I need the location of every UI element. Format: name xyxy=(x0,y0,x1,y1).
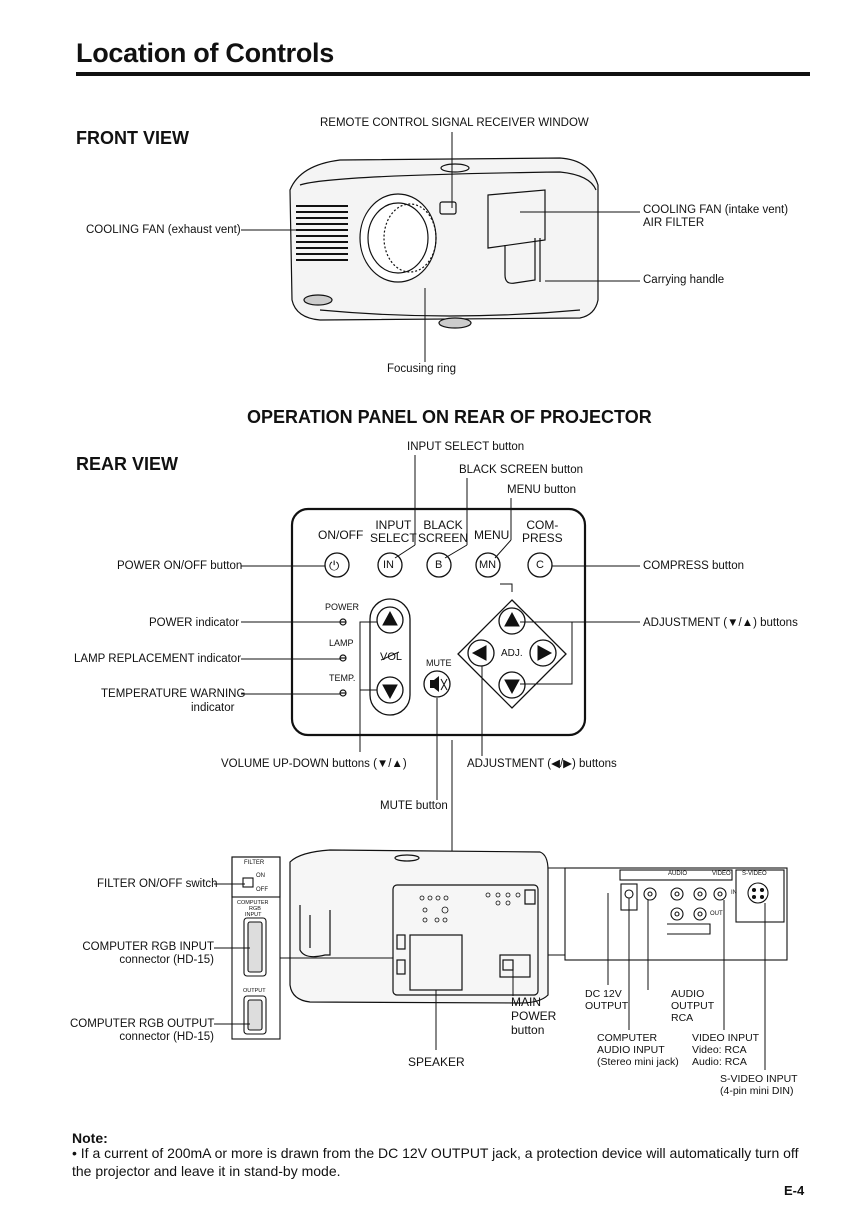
label-speaker: SPEAKER xyxy=(408,1055,465,1069)
front-view-heading: FRONT VIEW xyxy=(76,128,189,148)
jack-mark-out: OUT xyxy=(710,911,723,917)
callout-power-onoff: POWER ON/OFF button xyxy=(117,560,243,572)
label-focusing-ring: Focusing ring xyxy=(387,363,457,375)
input-select-button[interactable]: IN xyxy=(383,559,394,571)
jack-mark-audio: AUDIO xyxy=(668,871,688,877)
rear-view-heading: REAR VIEW xyxy=(76,454,179,474)
indicator-label-power: POWER xyxy=(325,602,360,612)
panel-leader-lines xyxy=(241,455,640,888)
callout-adjustment-lr: ADJUSTMENT (◀/▶) buttons xyxy=(467,758,617,770)
menu-button[interactable]: MN xyxy=(479,559,497,571)
page-number: E-4 xyxy=(784,1183,805,1198)
callout-adjustment-ud: ADJUSTMENT (▼/▲) buttons xyxy=(643,617,798,629)
left-connector-panel xyxy=(231,856,281,1040)
panel-mark-off: OFF xyxy=(256,887,268,893)
label-remote-window: REMOTE CONTROL SIGNAL RECEIVER WINDOW xyxy=(320,117,589,129)
operation-panel-heading: OPERATION PANEL ON REAR OF PROJECTOR xyxy=(247,407,652,427)
indicator-label-lamp: LAMP xyxy=(329,638,354,648)
callout-input-select: INPUT SELECT button xyxy=(407,441,525,453)
compress-button[interactable]: C xyxy=(536,559,544,571)
callout-mute: MUTE button xyxy=(380,800,448,812)
label-svideo-input: S-VIDEO INPUT(4-pin mini DIN) xyxy=(720,1073,798,1097)
callout-volume: VOLUME UP-DOWN buttons (▼/▲) xyxy=(221,758,407,770)
indicator-label-temp: TEMP. xyxy=(329,673,356,683)
jack-mark-svideo: S-VIDEO xyxy=(742,871,767,877)
label-exhaust-fan: COOLING FAN (exhaust vent) xyxy=(86,224,241,236)
panel-mark-on: ON xyxy=(256,873,265,879)
front-projector-drawing xyxy=(289,157,599,329)
mute-label: MUTE xyxy=(426,658,452,668)
note-title: Note: xyxy=(72,1130,108,1146)
vol-label: VOL xyxy=(380,651,403,663)
callout-temp-warning: TEMPERATURE WARNING xyxy=(101,688,246,700)
label-intake-fan: COOLING FAN (intake vent) xyxy=(643,204,789,216)
label-filter-switch: FILTER ON/OFF switch xyxy=(97,878,218,890)
callout-temp-warning-2: indicator xyxy=(191,702,235,714)
panel-mark-input: INPUT xyxy=(245,912,262,918)
adj-label: ADJ. xyxy=(501,648,523,659)
panel-mark-output: OUTPUT xyxy=(243,988,266,994)
panel-mark-computer: COMPUTER xyxy=(237,900,269,906)
callout-menu: MENU button xyxy=(507,484,577,496)
panel-label-compress: COM-PRESS xyxy=(522,518,563,545)
title-rule xyxy=(76,72,810,76)
panel-label-onoff: ON/OFF xyxy=(318,528,364,542)
note-text: • If a current of 200mA or more is drawn… xyxy=(72,1145,799,1179)
panel-mark-filter: FILTER xyxy=(244,860,265,866)
front-leader-lines xyxy=(241,132,640,362)
operation-panel xyxy=(290,507,587,737)
rear-projector-drawing xyxy=(289,849,549,1004)
callout-black-screen: BLACK SCREEN button xyxy=(459,464,584,476)
jack-mark-in: IN xyxy=(731,890,737,896)
callout-compress: COMPRESS button xyxy=(643,560,744,572)
page-title: Location of Controls xyxy=(76,38,334,68)
label-carrying-handle: Carrying handle xyxy=(643,274,725,286)
black-screen-button[interactable]: B xyxy=(435,559,443,571)
power-button[interactable]: ⏻ xyxy=(329,558,340,573)
callout-lamp-indicator: LAMP REPLACEMENT indicator xyxy=(74,653,242,665)
label-air-filter: AIR FILTER xyxy=(643,217,705,229)
left-leader-lines xyxy=(214,883,514,1050)
panel-label-menu: MENU xyxy=(474,528,510,542)
right-jack-panel xyxy=(548,867,788,961)
jack-mark-video: VIDEO xyxy=(712,871,731,877)
callout-power-indicator: POWER indicator xyxy=(149,617,240,629)
right-leader-lines xyxy=(607,893,766,1070)
panel-mark-rgb: RGB xyxy=(249,906,261,912)
